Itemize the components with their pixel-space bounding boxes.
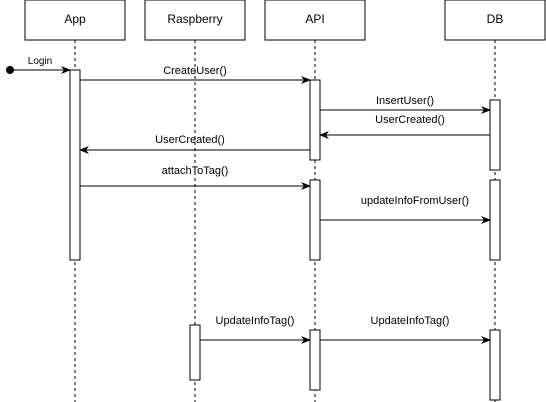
message-update-info-tag-raspberry-label: UpdateInfoTag() [216, 315, 295, 327]
activation-api-2[interactable] [309, 179, 321, 261]
message-update-info-tag-api-label: UpdateInfoTag() [371, 315, 450, 327]
participant-raspberry[interactable]: Raspberry [144, 0, 246, 41]
participant-api-label: API [305, 12, 324, 26]
message-insert-user-label: InsertUser() [376, 95, 434, 107]
message-user-created-api-label: UserCreated() [155, 134, 225, 146]
participant-db-label: DB [487, 12, 504, 26]
message-update-info-tag-raspberry[interactable]: UpdateInfoTag() [200, 315, 311, 344]
participant-raspberry-label: Raspberry [167, 12, 222, 26]
activation-app[interactable] [69, 69, 81, 261]
activation-db-3[interactable] [489, 329, 501, 401]
activation-api-1[interactable] [309, 79, 321, 161]
participant-app-label: App [64, 12, 86, 26]
message-create-user-label: CreateUser() [163, 65, 227, 77]
activation-api-3[interactable] [309, 329, 321, 391]
message-user-created-db[interactable]: UserCreated() [319, 114, 490, 139]
message-create-user[interactable]: CreateUser() [80, 65, 311, 84]
message-update-info-from-user[interactable]: updateInfoFromUser() [320, 195, 491, 224]
participant-app[interactable]: App [24, 0, 126, 41]
message-update-info-tag-api[interactable]: UpdateInfoTag() [320, 315, 491, 344]
found-message-label: Login [28, 56, 52, 67]
message-insert-user[interactable]: InsertUser() [320, 95, 491, 114]
participant-db[interactable]: DB [444, 0, 546, 41]
message-attach-to-tag[interactable]: attachToTag() [80, 165, 311, 190]
message-attach-to-tag-label: attachToTag() [162, 165, 229, 177]
message-user-created-db-label: UserCreated() [375, 114, 445, 126]
message-user-created-api[interactable]: UserCreated() [79, 134, 310, 154]
activation-db-1[interactable] [489, 99, 501, 171]
activation-db-2[interactable] [489, 179, 501, 261]
message-update-info-from-user-label: updateInfoFromUser() [361, 195, 469, 207]
participant-api[interactable]: API [264, 0, 366, 41]
found-message-login[interactable]: Login [6, 56, 71, 74]
activation-raspberry[interactable] [189, 324, 201, 381]
